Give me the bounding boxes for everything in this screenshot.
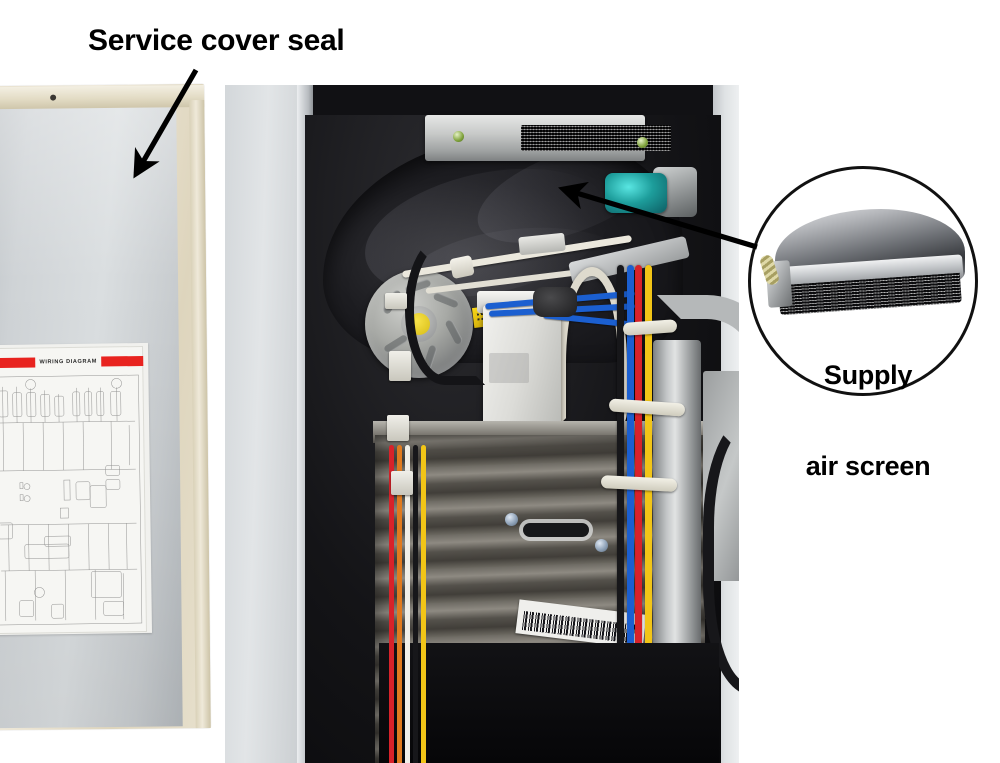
gas-valve (483, 305, 561, 431)
harness-wire-orange (397, 445, 402, 763)
wiring-diagram-accent-bar-left (0, 357, 36, 369)
gas-valve-rating-plate (489, 353, 711, 619)
connector-block (389, 351, 411, 381)
cabinet-left-wall (225, 85, 311, 763)
connector-block (387, 415, 409, 441)
teal-fitting (605, 173, 667, 213)
harness-wire-red (389, 445, 394, 763)
furnace-interior-photo (225, 85, 739, 763)
red-wire (635, 265, 642, 763)
flue-elbow (657, 295, 739, 387)
wiring-diagram-schematic (0, 374, 143, 626)
service-cover-seal-top (0, 84, 205, 110)
blue-wire (627, 265, 634, 763)
black-wire (617, 265, 624, 763)
callout-label-supply-air-screen: Supply air screen (793, 300, 943, 542)
heat-exchanger-screw (595, 539, 608, 552)
harness-wire-black (413, 445, 418, 763)
furnace-interior-cavity (305, 115, 739, 763)
callout-label-service-cover-seal: Service cover seal (88, 24, 345, 57)
cover-screw-hole (50, 94, 57, 101)
bracket-screw (453, 131, 464, 142)
supply-air-screen-mesh (521, 125, 671, 151)
yellow-wire (645, 265, 652, 763)
heat-exchanger-screw (505, 513, 518, 526)
heat-exchanger-sight-slot (523, 523, 589, 537)
wiring-diagram-sticker: WIRING DIAGRAM (0, 342, 153, 636)
callout-label-supply-air-screen-line1: Supply (823, 360, 913, 391)
bracket-screw (637, 137, 648, 148)
cabinet-bottom-cavity (379, 643, 719, 763)
wire-boot (533, 287, 577, 317)
harness-wire-yellow (421, 445, 426, 763)
supply-air-screen-detail (758, 209, 967, 316)
connector-block (391, 471, 413, 495)
callout-label-supply-air-screen-line2: air screen (805, 451, 931, 482)
wiring-diagram-accent-bar-right (100, 355, 144, 367)
wiring-diagram-title: WIRING DIAGRAM (39, 358, 98, 366)
supply-air-screen-inset (748, 166, 978, 396)
connector-block (385, 293, 407, 309)
black-cable-loop (405, 235, 485, 385)
harness-wire-white (405, 445, 410, 763)
wiring-diagram-title-row: WIRING DIAGRAM (0, 355, 148, 369)
